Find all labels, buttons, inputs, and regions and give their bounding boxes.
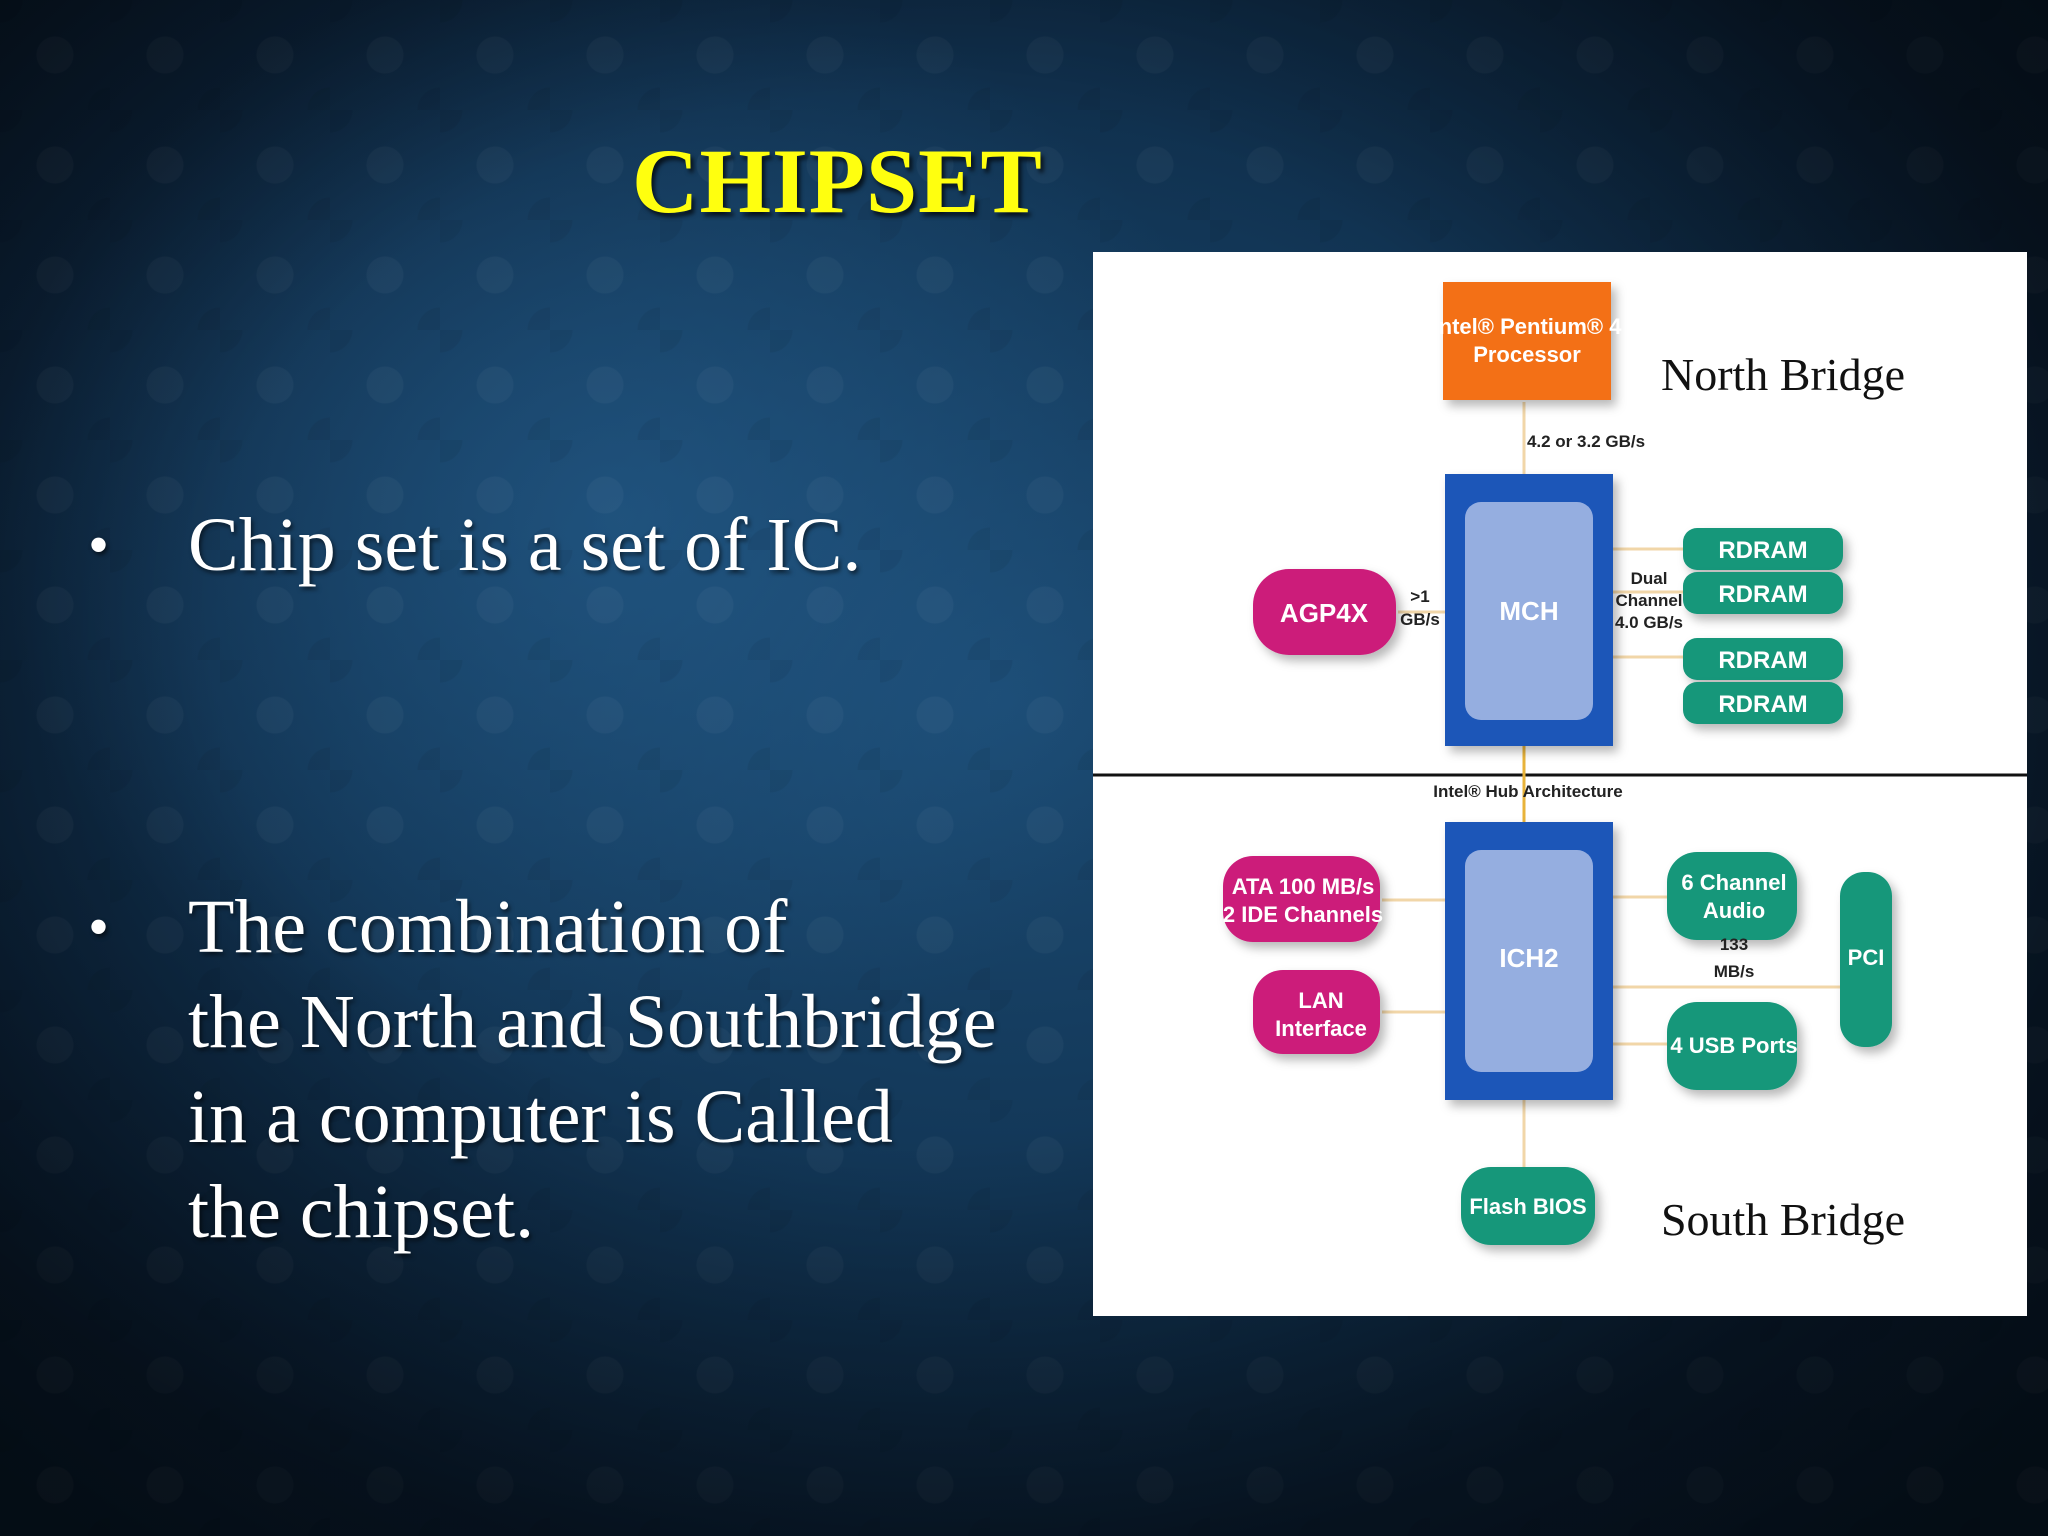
mch-label: MCH [1499,596,1558,626]
lan-box [1253,970,1380,1054]
agp-box [1253,569,1396,655]
processor-label-line-1: Intel® Pentium® 4 [1433,314,1623,339]
bullet-line: the North and Southbridge [188,980,997,1064]
memory-bandwidth-line-2: Channel [1615,591,1682,610]
rdram-box [1683,572,1843,614]
rdram-module-1: RDRAM [1683,528,1843,570]
rdram-label: RDRAM [1718,691,1807,718]
mch-chip: MCH [1445,474,1613,746]
bullet-marker: • [88,894,110,960]
ich2-core [1465,850,1593,1072]
agp-bandwidth-line-2: GB/s [1400,610,1440,629]
bullet-line: the chipset. [188,1170,535,1254]
agp-block: AGP4X [1253,569,1396,655]
fsb-bandwidth-label: 4.2 or 3.2 GB/s [1527,432,1645,451]
slide-title: CHIPSET [632,130,1043,232]
bullet-line: in a computer is Called [188,1075,893,1159]
rdram-label: RDRAM [1718,581,1807,608]
flash-bios-block: Flash BIOS [1461,1167,1595,1245]
ata-block: ATA 100 MB/s 2 IDE Channels [1223,856,1383,942]
pci-bandwidth-line-2: MB/s [1714,962,1755,981]
rdram-module-4: RDRAM [1683,682,1843,724]
memory-bandwidth-line-1: Dual [1631,569,1668,588]
chipset-diagram: .lbl { font-family:"Liberation Sans", "D… [1093,252,2027,1316]
agp-bandwidth-line-1: >1 [1410,587,1429,606]
bullet-text: Chip set is a set of IC. [188,498,861,593]
south-bridge-label: South Bridge [1661,1194,1905,1245]
agp-label: AGP4X [1280,598,1369,628]
audio-block: 6 Channel Audio [1667,852,1797,940]
hub-architecture-label: Intel® Hub Architecture [1433,782,1622,801]
rdram-box [1683,528,1843,570]
ata-box [1223,856,1380,942]
bullet-line: Chip set is a set of IC. [188,503,862,587]
ich2-label: ICH2 [1499,943,1558,973]
ata-label-line-1: ATA 100 MB/s [1232,874,1375,899]
lan-block: LAN Interface [1253,970,1380,1054]
processor-box [1443,282,1611,400]
lan-label-line-1: LAN [1298,988,1343,1013]
processor-block: Intel® Pentium® 4 Processor [1433,282,1623,400]
pci-label: PCI [1848,945,1885,970]
pci-box [1840,872,1892,1047]
rdram-module-3: RDRAM [1683,638,1843,680]
rdram-module-2: RDRAM [1683,572,1843,614]
lan-label-line-2: Interface [1275,1016,1367,1041]
pci-bandwidth-line-1: 133 [1720,935,1748,954]
usb-label: 4 USB Ports [1670,1033,1797,1058]
usb-box [1667,1002,1797,1090]
audio-label-line-2: Audio [1703,898,1765,923]
bullet-item-1: • Chip set is a set of IC. [88,498,1048,598]
bullet-item-2: • The combination of the North and South… [88,880,1068,1270]
rdram-box [1683,682,1843,724]
bullet-marker: • [88,512,110,578]
bullet-line: The combination of [188,885,788,969]
audio-label-line-1: 6 Channel [1681,870,1786,895]
memory-bandwidth-line-3: 4.0 GB/s [1615,613,1683,632]
usb-block: 4 USB Ports [1667,1002,1798,1090]
ich2-chip: ICH2 [1445,822,1613,1100]
pci-block: PCI [1840,872,1892,1047]
rdram-label: RDRAM [1718,647,1807,674]
flash-bios-label: Flash BIOS [1469,1194,1586,1219]
ata-label-line-2: 2 IDE Channels [1223,902,1383,927]
rdram-box [1683,638,1843,680]
flash-bios-box [1461,1167,1595,1245]
rdram-label: RDRAM [1718,537,1807,564]
processor-label-line-2: Processor [1473,342,1581,367]
north-bridge-label: North Bridge [1661,349,1905,400]
chipset-diagram-svg: .lbl { font-family:"Liberation Sans", "D… [1093,282,2027,1245]
bullet-text: The combination of the North and Southbr… [188,880,996,1260]
mch-core [1465,502,1593,720]
audio-box [1667,852,1797,940]
